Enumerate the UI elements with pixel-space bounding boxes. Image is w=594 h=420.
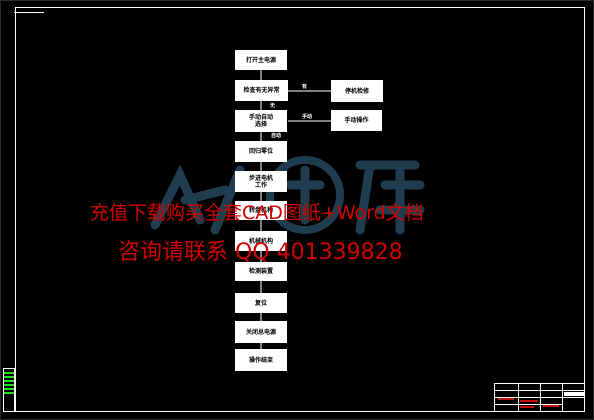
edge-label-yes: 有 — [302, 84, 308, 90]
title-block-mark — [543, 405, 559, 407]
step-mechanism: 机械机构 — [235, 231, 287, 251]
step-power-on: 打开主电源 — [235, 50, 287, 70]
title-block-rule — [494, 397, 585, 398]
revision-strip-mark — [4, 380, 14, 382]
step-reset: 复位 — [235, 293, 287, 313]
revision-strip-mark — [4, 372, 14, 374]
edge-label-manual: 手动 — [302, 114, 313, 120]
edge-label-auto: 自动 — [271, 133, 282, 139]
revision-strip — [3, 368, 15, 412]
revision-strip-mark — [4, 376, 14, 378]
watermark-line-2: 咨询请联系 QQ 401339828 — [118, 240, 403, 265]
title-block-rule — [540, 383, 541, 412]
drawing-frame — [15, 7, 585, 412]
title-block-rule — [562, 383, 563, 412]
step-detection: 检测装置 — [235, 262, 287, 281]
step-mode-select: 手动自动 选择 — [235, 110, 287, 132]
step-power-off: 关闭总电源 — [235, 321, 287, 343]
step-end: 操作结束 — [235, 349, 287, 371]
title-block-name-field — [564, 392, 584, 396]
edge-label-no: 无 — [270, 103, 276, 109]
title-block-rule — [494, 404, 563, 405]
title-block-mark — [520, 400, 538, 402]
step-stepper-motor: 步进电机 工作 — [235, 171, 287, 192]
step-turntable: 转盘机构 — [235, 201, 287, 220]
revision-strip-mark — [4, 384, 14, 386]
title-block-rule — [518, 383, 519, 412]
revision-strip-mark — [4, 388, 14, 390]
step-return-zero: 回归零位 — [235, 141, 287, 162]
side-box-manual: 手动操作 — [331, 110, 382, 131]
revision-strip-mark — [4, 392, 14, 394]
title-block-mark — [520, 406, 534, 408]
watermark-line-1: 充值下载购买全套CAD图纸+Word文档 — [90, 202, 424, 224]
title-block-mark — [498, 398, 514, 400]
side-box-maintenance: 停机检修 — [331, 80, 383, 102]
title-block-rule — [494, 390, 585, 391]
frame-corner-mark — [14, 12, 44, 13]
step-check-abnormal: 检查有无异常 — [235, 80, 288, 101]
